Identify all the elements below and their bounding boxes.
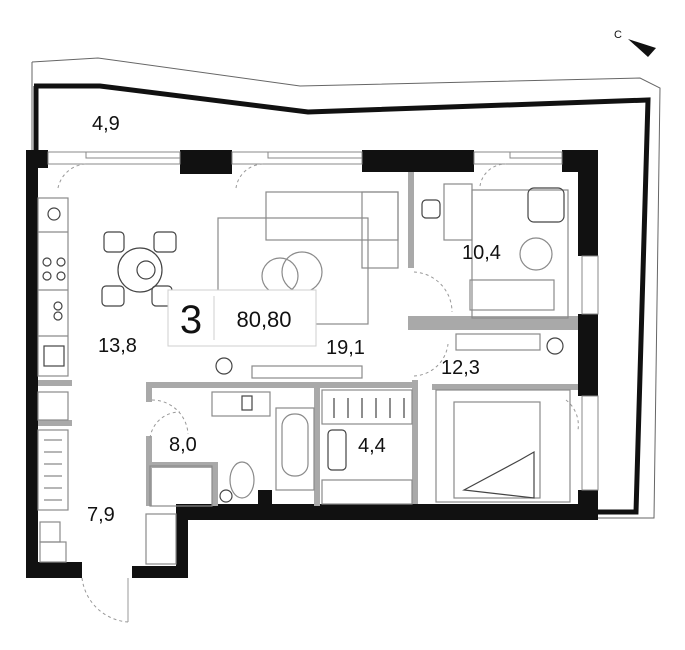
doors bbox=[57, 163, 579, 623]
living-furniture bbox=[217, 191, 399, 379]
hall-fixtures bbox=[39, 513, 177, 565]
room-area-living: 19,1 bbox=[326, 337, 365, 359]
room-area-bedroom-small: 10,4 bbox=[462, 242, 501, 264]
balcony-outline bbox=[31, 57, 661, 519]
balcony-wall bbox=[34, 83, 651, 515]
bathroom-fixtures bbox=[149, 391, 315, 507]
plant-icons bbox=[215, 337, 564, 503]
interior-partitions bbox=[38, 172, 578, 506]
apartment-badge: 3 80,80 bbox=[167, 289, 317, 347]
total-area: 80,80 bbox=[236, 307, 291, 332]
compass-letter: С bbox=[614, 29, 622, 41]
windows bbox=[47, 151, 599, 491]
exterior-walls bbox=[26, 150, 598, 578]
master-bedroom-furniture bbox=[435, 333, 571, 503]
room-area-bathroom: 8,0 bbox=[169, 434, 197, 456]
small-bedroom-furniture bbox=[421, 183, 569, 319]
room-labels: 4,9 13,8 19,1 10,4 12,3 8,0 4,4 7,9 bbox=[87, 113, 501, 526]
compass: С bbox=[614, 29, 656, 57]
kitchen-furniture bbox=[37, 197, 177, 511]
room-area-kitchen: 13,8 bbox=[98, 335, 137, 357]
north-arrow-icon bbox=[628, 39, 656, 57]
wardrobe-fixtures bbox=[321, 389, 413, 505]
room-area-wardrobe: 4,4 bbox=[358, 435, 386, 457]
room-area-balcony: 4,9 bbox=[92, 113, 120, 135]
rooms-count: 3 bbox=[180, 298, 202, 342]
room-area-bedroom-master: 12,3 bbox=[441, 357, 480, 379]
room-area-hall: 7,9 bbox=[87, 504, 115, 526]
